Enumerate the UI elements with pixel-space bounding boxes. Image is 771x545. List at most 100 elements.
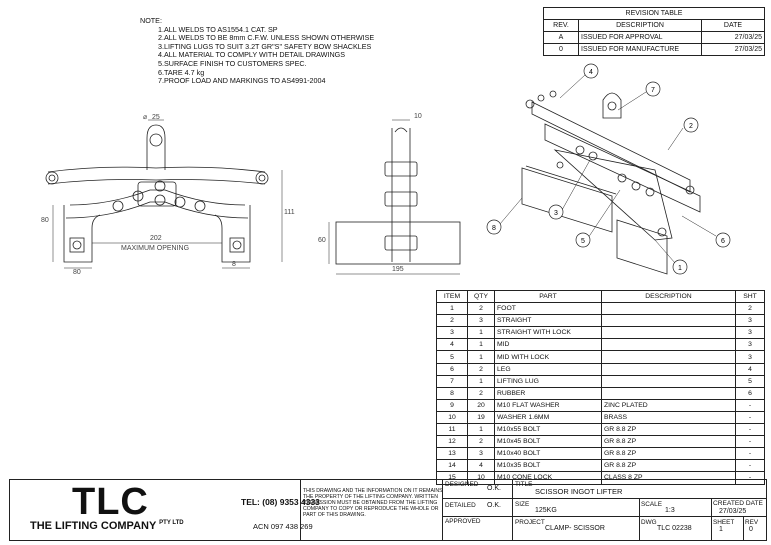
parts-cell: M10 FLAT WASHER bbox=[494, 398, 602, 412]
designed-label: DESIGNED bbox=[445, 481, 479, 488]
parts-cell: 10 bbox=[436, 410, 468, 425]
parts-cell: 6 bbox=[436, 362, 468, 376]
parts-cell bbox=[601, 350, 736, 364]
parts-header: DESCRIPTION bbox=[601, 289, 736, 304]
company-acn: ACN 097 438 269 bbox=[253, 522, 313, 531]
dwg-label: DWG bbox=[641, 519, 657, 526]
signoff-column: DESIGNED O.K. DETAILED O.K. APPROVED bbox=[442, 480, 513, 540]
balloon-2: 2 bbox=[683, 117, 699, 133]
front-dimensions bbox=[52, 119, 283, 269]
parts-cell bbox=[601, 362, 736, 376]
balloon-label: 1 bbox=[678, 265, 682, 272]
dim-diameter: ⌀ bbox=[143, 114, 147, 121]
parts-cell: - bbox=[735, 447, 765, 461]
designed-value: O.K. bbox=[487, 485, 502, 492]
parts-cell: 5 bbox=[735, 374, 765, 388]
disclaimer-text: THIS DRAWING AND THE INFORMATION ON IT R… bbox=[303, 488, 443, 518]
parts-cell bbox=[601, 374, 736, 388]
balloon-label: 6 bbox=[721, 238, 725, 245]
parts-cell: 2 bbox=[467, 386, 495, 400]
parts-cell: GR 8.8 ZP bbox=[601, 435, 736, 449]
parts-cell: 11 bbox=[436, 423, 468, 437]
parts-cell: 6 bbox=[735, 386, 765, 400]
parts-cell: M10x45 BOLT bbox=[494, 435, 602, 449]
disclaimer-cell: THIS DRAWING AND THE INFORMATION ON IT R… bbox=[300, 480, 453, 540]
balloon-7: 7 bbox=[645, 81, 661, 97]
parts-cell: 9 bbox=[436, 398, 468, 412]
parts-cell: 8 bbox=[436, 386, 468, 400]
parts-cell: - bbox=[735, 410, 765, 425]
notes-list: 1.ALL WELDS TO AS1554.1 CAT. SP 2.ALL WE… bbox=[140, 25, 374, 86]
parts-cell bbox=[601, 302, 736, 316]
isometric-view bbox=[521, 90, 701, 275]
parts-cell: GR 8.8 ZP bbox=[601, 423, 736, 437]
balloon-1: 1 bbox=[672, 259, 688, 275]
parts-cell bbox=[601, 386, 736, 400]
parts-header: PART bbox=[494, 289, 602, 304]
general-notes: NOTE: 1.ALL WELDS TO AS1554.1 CAT. SP 2.… bbox=[140, 16, 374, 86]
sheet-value: 1 bbox=[719, 526, 723, 533]
balloon-label: 5 bbox=[581, 238, 585, 245]
sheet-label: SHEET bbox=[713, 519, 735, 526]
balloon-4: 4 bbox=[583, 63, 599, 79]
dim-foot-width: 80 bbox=[73, 269, 81, 276]
parts-cell: 2 bbox=[467, 302, 495, 316]
parts-cell: 3 bbox=[467, 447, 495, 461]
parts-cell: 1 bbox=[467, 326, 495, 340]
revision-table: REVISION TABLE REV. DESCRIPTION DATE A I… bbox=[543, 7, 765, 56]
parts-cell: M10x55 BOLT bbox=[494, 423, 602, 437]
parts-cell: 4 bbox=[436, 338, 468, 352]
side-view bbox=[335, 127, 461, 265]
rev-value: 0 bbox=[749, 526, 753, 533]
note-item: 6.TARE 4.7 kg bbox=[158, 67, 205, 77]
parts-cell: GR 8.8 ZP bbox=[601, 447, 736, 461]
parts-cell: - bbox=[735, 435, 765, 449]
company-name-text: THE LIFTING COMPANY bbox=[30, 520, 157, 532]
parts-cell: ZINC PLATED bbox=[601, 398, 736, 412]
parts-cell: 2 bbox=[467, 362, 495, 376]
balloon-label: 4 bbox=[589, 69, 593, 76]
parts-cell: 4 bbox=[735, 362, 765, 376]
dim-opening-label: MAXIMUM OPENING bbox=[121, 245, 189, 252]
drawing-info: TITLE SCISSOR INGOT LIFTER SIZE 125KG SC… bbox=[512, 480, 767, 540]
dwg-value: TLC 02238 bbox=[657, 525, 692, 532]
size-label: SIZE bbox=[515, 501, 530, 508]
parts-cell: 1 bbox=[467, 423, 495, 437]
parts-header: SHT bbox=[735, 289, 765, 304]
parts-cell: 1 bbox=[467, 374, 495, 388]
approved-label: APPROVED bbox=[445, 518, 481, 525]
parts-cell: 20 bbox=[467, 398, 495, 412]
parts-cell: 2 bbox=[436, 314, 468, 328]
parts-cell: BRASS bbox=[601, 410, 736, 425]
balloon-label: 3 bbox=[554, 210, 558, 217]
parts-cell: M10 CONE LOCK bbox=[494, 471, 602, 485]
dim-foot-gap: 8 bbox=[232, 261, 236, 268]
dim-height-total: 111 bbox=[284, 209, 295, 216]
front-view bbox=[45, 124, 269, 263]
parts-cell: GR 8.8 ZP bbox=[601, 459, 736, 473]
parts-cell: - bbox=[735, 471, 765, 485]
parts-cell: 1 bbox=[467, 338, 495, 352]
balloon-label: 7 bbox=[651, 87, 655, 94]
parts-cell: 7 bbox=[436, 374, 468, 388]
parts-cell: FOOT bbox=[494, 302, 602, 316]
parts-cell: M10x35 BOLT bbox=[494, 459, 602, 473]
detailed-label: DETAILED bbox=[445, 502, 476, 509]
title-value: SCISSOR INGOT LIFTER bbox=[535, 487, 623, 496]
note-item: 4.ALL MATERIAL TO COMPLY WITH DETAIL DRA… bbox=[158, 50, 346, 60]
parts-cell: LIFTING LUG bbox=[494, 374, 602, 388]
parts-cell: RUBBER bbox=[494, 386, 602, 400]
parts-cell: 12 bbox=[436, 435, 468, 449]
balloon-5: 5 bbox=[575, 232, 591, 248]
dim-opening: 202 bbox=[150, 235, 162, 242]
